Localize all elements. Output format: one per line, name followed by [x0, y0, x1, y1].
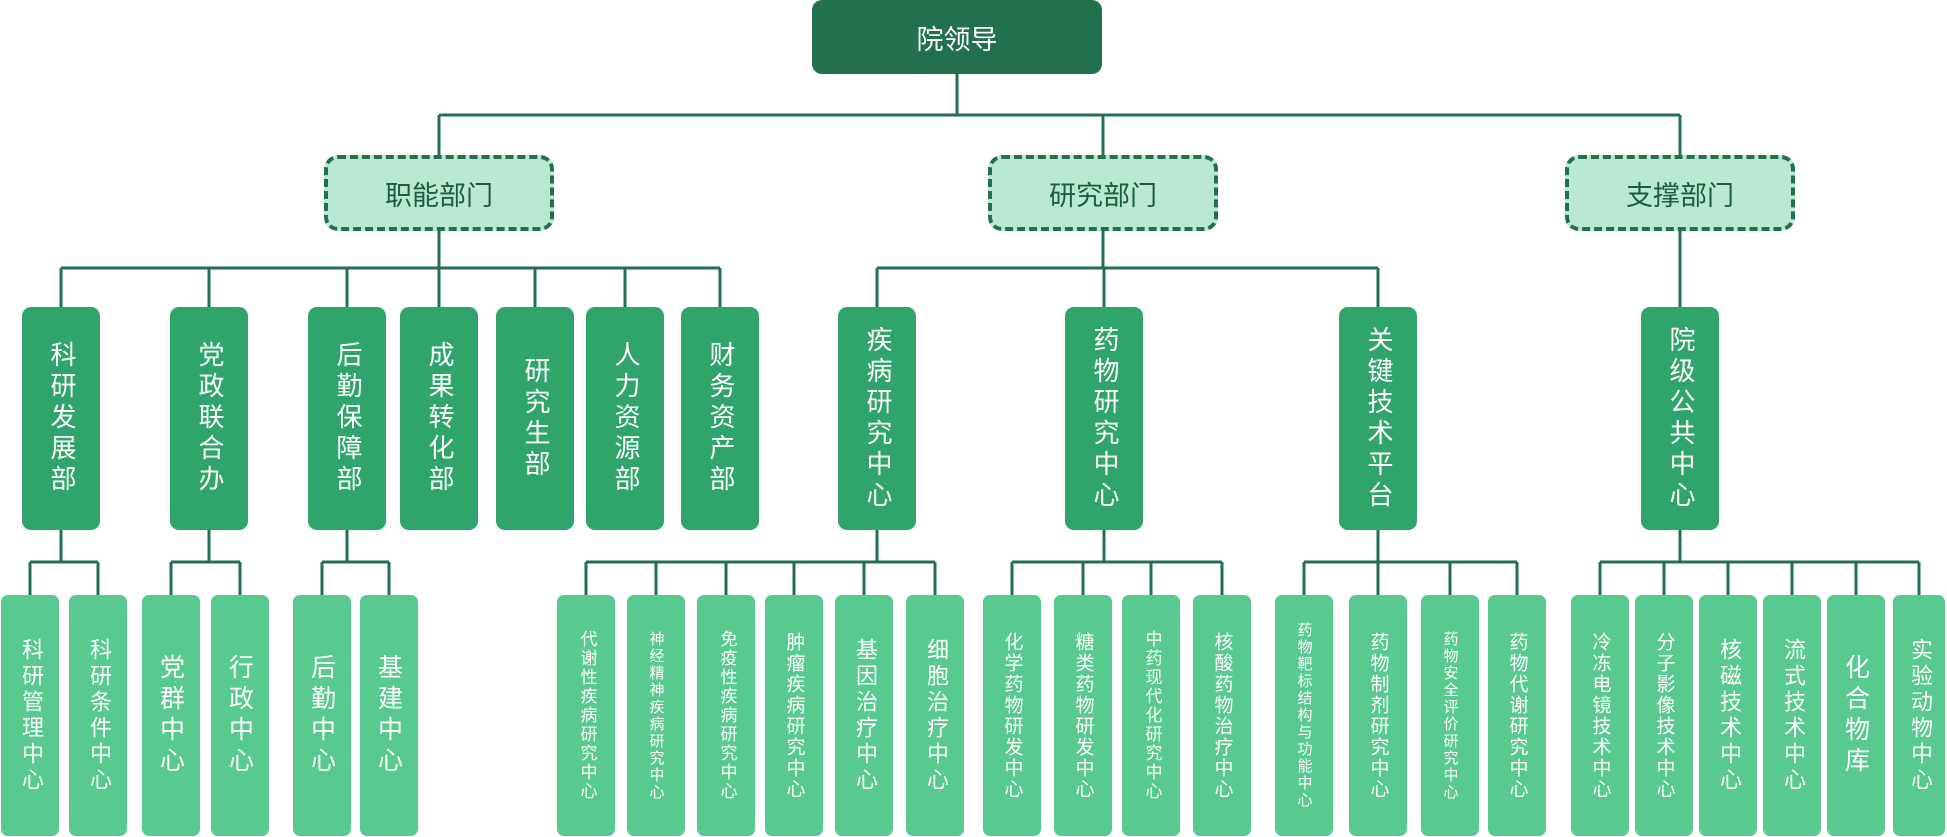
unit-box: 核磁技术中心	[1699, 595, 1757, 836]
department-box: 院级公共中心	[1641, 307, 1719, 530]
unit-box: 流式技术中心	[1763, 595, 1821, 836]
unit-box: 基因治疗中心	[835, 595, 893, 836]
unit-box: 化学药物研发中心	[983, 595, 1041, 836]
department-box: 人力资源部	[586, 307, 664, 530]
unit-box: 基建中心	[360, 595, 418, 836]
department-box: 后勤保障部	[308, 307, 386, 530]
unit-box: 分子影像技术中心	[1635, 595, 1693, 836]
unit-box: 药物靶标结构与功能中心	[1275, 595, 1333, 836]
unit-box: 实验动物中心	[1893, 595, 1945, 836]
unit-box: 药物代谢研究中心	[1488, 595, 1546, 836]
department-box: 药物研究中心	[1065, 307, 1143, 530]
unit-box: 后勤中心	[293, 595, 351, 836]
category-box: 支撑部门	[1565, 155, 1795, 231]
unit-box: 药物安全评价研究中心	[1421, 595, 1479, 836]
unit-box: 冷冻电镜技术中心	[1571, 595, 1629, 836]
root-node-leadership: 院领导	[812, 0, 1102, 74]
category-box: 职能部门	[324, 155, 554, 231]
unit-box: 药物制剂研究中心	[1349, 595, 1407, 836]
unit-box: 中药现代化研究中心	[1122, 595, 1180, 836]
unit-box: 神经精神疾病研究中心	[627, 595, 685, 836]
department-box: 研究生部	[496, 307, 574, 530]
department-box: 党政联合办	[170, 307, 248, 530]
department-box: 财务资产部	[681, 307, 759, 530]
unit-box: 党群中心	[142, 595, 200, 836]
department-box: 科研发展部	[22, 307, 100, 530]
category-box: 研究部门	[988, 155, 1218, 231]
unit-box: 细胞治疗中心	[906, 595, 964, 836]
unit-box: 肿瘤疾病研究中心	[765, 595, 823, 836]
unit-box: 行政中心	[211, 595, 269, 836]
unit-box: 糖类药物研发中心	[1054, 595, 1112, 836]
unit-box: 核酸药物治疗中心	[1193, 595, 1251, 836]
unit-box: 代谢性疾病研究中心	[557, 595, 615, 836]
unit-box: 科研管理中心	[1, 595, 59, 836]
unit-box: 免疫性疾病研究中心	[697, 595, 755, 836]
unit-box: 科研条件中心	[69, 595, 127, 836]
unit-box: 化合物库	[1827, 595, 1885, 836]
department-box: 关键技术平台	[1339, 307, 1417, 530]
department-box: 疾病研究中心	[838, 307, 916, 530]
department-box: 成果转化部	[400, 307, 478, 530]
